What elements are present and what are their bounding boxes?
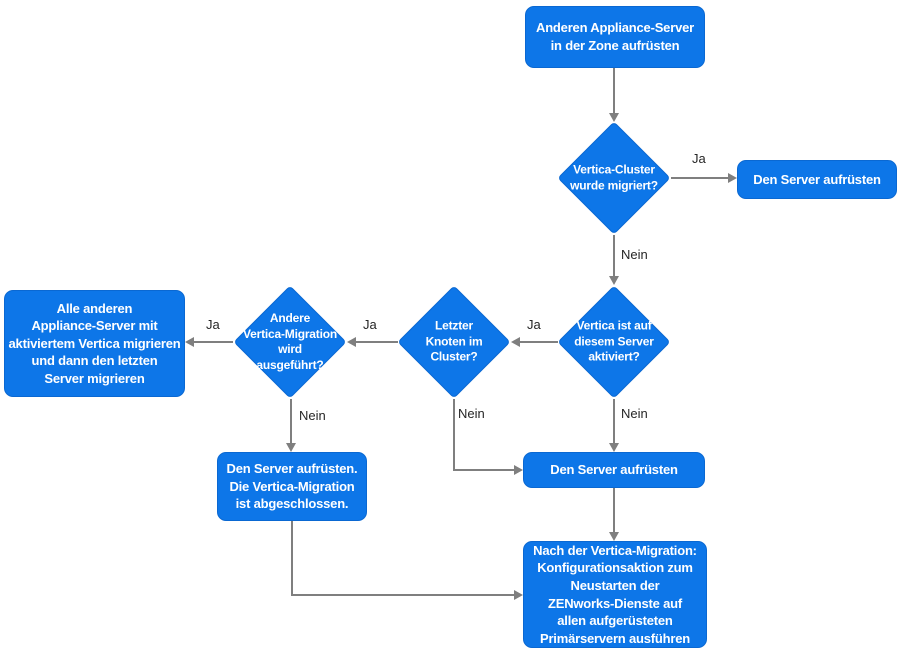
- connector-d1-no-to-d2: [612, 235, 616, 277]
- arrowhead-d3-no-to-upgrade-mid: [514, 464, 523, 475]
- edge-label-d3-yes: Ja: [363, 317, 377, 332]
- edge-label-d4-no: Nein: [299, 408, 326, 423]
- arrowhead-d3-yes-to-d4: [347, 336, 356, 347]
- decision-vertica-cluster-migrated: Vertica-Cluster wurde migriert?: [557, 121, 671, 235]
- connector-d1-yes-to-upgrade-right: [671, 176, 728, 180]
- connector-d2-yes-to-d3: [519, 340, 558, 344]
- decision-last-node-in-cluster: Letzter Knoten im Cluster?: [397, 285, 511, 399]
- node-upgrade-server-right-label: Den Server aufrüsten: [753, 171, 881, 187]
- edge-label-d4-yes: Ja: [206, 317, 220, 332]
- node-post-migration-configuration-action: Nach der Vertica-Migration: Konfiguratio…: [523, 541, 707, 648]
- arrowhead-upgrade-mid-to-post: [608, 532, 619, 541]
- node-post-migration-configuration-action-label: Nach der Vertica-Migration: Konfiguratio…: [533, 542, 697, 646]
- decision-last-node-in-cluster-label: Letzter Knoten im Cluster?: [425, 318, 483, 364]
- edge-label-d2-yes: Ja: [527, 317, 541, 332]
- node-start-upgrade-other-appliance-servers: Anderen Appliance-Server in der Zone auf…: [525, 6, 705, 68]
- arrowhead-d1-no-to-d2: [608, 276, 619, 285]
- connector-upgrade-mid-to-post: [612, 488, 616, 533]
- connector-d2-no-to-upgrade-mid: [612, 399, 616, 444]
- connector-d3-no-horizontal: [452, 468, 514, 472]
- decision-vertica-enabled-on-server: Vertica ist auf diesem Server aktiviert?: [557, 285, 671, 399]
- decision-vertica-enabled-on-server-label: Vertica ist auf diesem Server aktiviert?: [574, 318, 654, 364]
- decision-vertica-cluster-migrated-label: Vertica-Cluster wurde migriert?: [570, 162, 658, 192]
- arrowhead-start-to-d1: [608, 113, 619, 122]
- connector-start-to-d1: [612, 68, 616, 114]
- arrowhead-d2-yes-to-d3: [511, 336, 520, 347]
- arrowhead-d2-no-to-upgrade-mid: [608, 443, 619, 452]
- arrowhead-d4-no-to-upgrade-done: [285, 443, 296, 452]
- edge-label-d1-yes: Ja: [692, 151, 706, 166]
- decision-other-vertica-migration-running: Andere Vertica-Migration wird ausgeführt…: [233, 285, 347, 399]
- node-start-label: Anderen Appliance-Server in der Zone auf…: [536, 20, 694, 53]
- edge-label-d1-no: Nein: [621, 247, 648, 262]
- node-upgrade-server-middle: Den Server aufrüsten: [523, 452, 705, 488]
- connector-d4-no-to-upgrade-done: [289, 399, 293, 443]
- node-migrate-all-other-appliance-servers-label: Alle anderen Appliance-Server mit aktivi…: [8, 300, 181, 386]
- node-upgrade-server-middle-label: Den Server aufrüsten: [550, 462, 678, 478]
- connector-upgrade-done-horizontal: [290, 593, 515, 597]
- edge-label-d3-no: Nein: [458, 406, 485, 421]
- connector-upgrade-done-vertical: [290, 521, 294, 596]
- node-migrate-all-other-appliance-servers: Alle anderen Appliance-Server mit aktivi…: [4, 290, 185, 397]
- node-upgrade-server-migration-complete-label: Den Server aufrüsten. Die Vertica-Migrat…: [226, 461, 358, 512]
- arrowhead-d1-yes-to-upgrade-right: [728, 172, 737, 183]
- arrowhead-upgrade-done-to-post: [514, 589, 523, 600]
- edge-label-d2-no: Nein: [621, 406, 648, 421]
- node-upgrade-server-right: Den Server aufrüsten: [737, 160, 897, 199]
- connector-d3-no-vertical: [452, 399, 456, 470]
- node-upgrade-server-migration-complete: Den Server aufrüsten. Die Vertica-Migrat…: [217, 452, 367, 521]
- connector-d4-yes-to-migrate-all: [193, 340, 233, 344]
- arrowhead-d4-yes-to-migrate-all: [185, 336, 194, 347]
- decision-other-vertica-migration-running-label: Andere Vertica-Migration wird ausgeführt…: [243, 310, 337, 372]
- connector-d3-yes-to-d4: [355, 340, 398, 344]
